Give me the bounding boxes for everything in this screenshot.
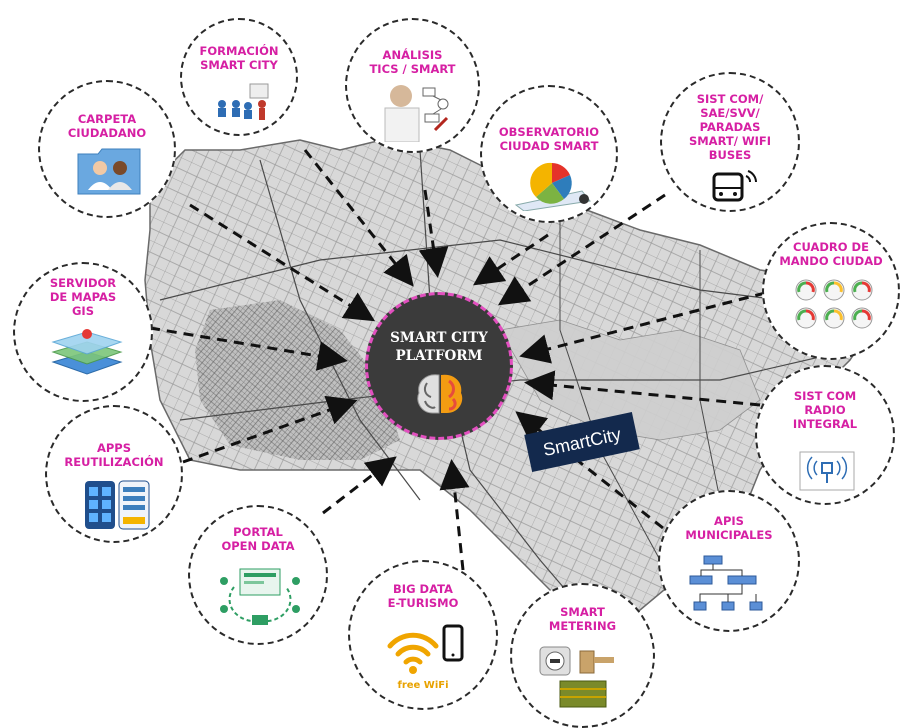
pie-chart-icon bbox=[514, 162, 591, 211]
free-wifi-caption: free WiFi bbox=[397, 680, 449, 691]
open-data-icon bbox=[220, 568, 300, 625]
citizen-folder-icon bbox=[77, 148, 141, 195]
brain-icon bbox=[417, 374, 463, 414]
map-layers-icon bbox=[51, 329, 123, 375]
mobile-apps-icon bbox=[85, 480, 150, 530]
analyst-icon bbox=[384, 85, 449, 142]
meter-icon bbox=[539, 646, 614, 708]
radio-antenna-icon bbox=[799, 451, 855, 491]
gauges-icon bbox=[795, 279, 873, 329]
api-flowchart-icon bbox=[689, 555, 763, 611]
presentation-icon bbox=[218, 83, 269, 120]
bus-wifi-icon bbox=[712, 170, 757, 202]
wifi-phone-icon bbox=[387, 624, 464, 674]
